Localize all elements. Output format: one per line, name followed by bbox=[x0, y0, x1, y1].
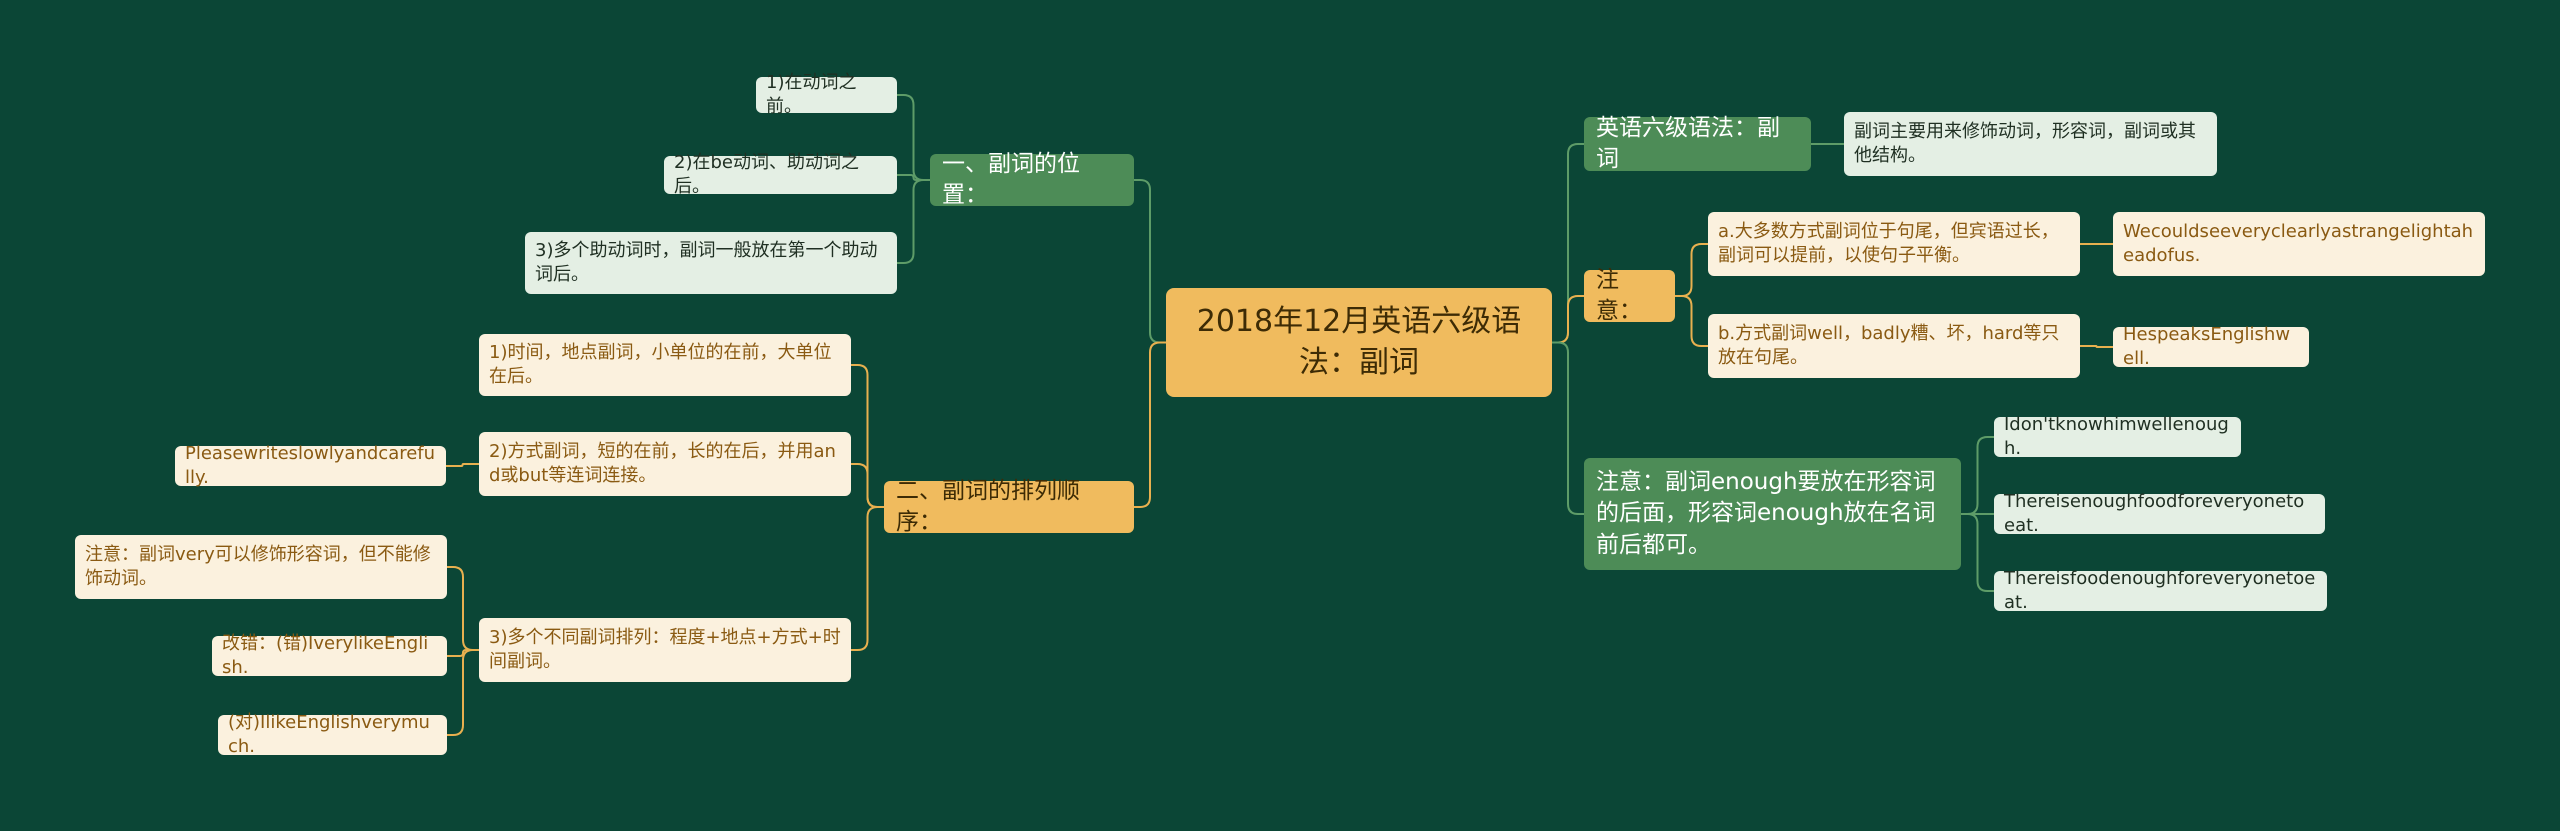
adverb-description[interactable]: 副词主要用来修饰动词，形容词，副词或其他结构。 bbox=[1844, 112, 2217, 176]
order-note-2[interactable]: 改错：(错)IverylikeEnglish. bbox=[212, 633, 447, 678]
connector-root-topic-to-branch-note bbox=[1552, 295, 1584, 344]
position-item-2[interactable]: 2)在be动词、助动词之后。 bbox=[664, 152, 897, 197]
branch-note[interactable]: 注意： bbox=[1584, 267, 1675, 324]
position-item-3[interactable]: 3)多个助动词时，副词一般放在第一个助动词后。 bbox=[525, 232, 897, 294]
connector-order-item-3-to-order-note-3 bbox=[447, 649, 479, 736]
connector-branch-adverb-position-to-position-item-3 bbox=[897, 179, 930, 264]
connector-note-item-b-to-note-item-b-example bbox=[2080, 345, 2113, 348]
note-item-b-example[interactable]: HespeaksEnglishwell. bbox=[2113, 324, 2309, 369]
connector-root-topic-to-branch-adverb-order bbox=[1134, 341, 1166, 508]
connector-branch-note-to-note-item-a bbox=[1675, 243, 1708, 297]
order-note-1[interactable]: 注意：副词very可以修饰形容词，但不能修饰动词。 bbox=[75, 535, 447, 599]
connector-root-topic-to-branch-enough bbox=[1552, 341, 1584, 515]
connector-order-item-3-to-order-note-2 bbox=[447, 649, 479, 657]
order-item-3[interactable]: 3)多个不同副词排列：程度+地点+方式+时间副词。 bbox=[479, 618, 851, 682]
connector-root-topic-to-branch-adverb-position bbox=[1134, 179, 1166, 344]
branch-adverb-order[interactable]: 二、副词的排列顺序： bbox=[884, 478, 1134, 535]
order-item-1[interactable]: 1)时间，地点副词，小单位的在前，大单位在后。 bbox=[479, 334, 851, 396]
note-item-a[interactable]: a.大多数方式副词位于句尾，但宾语过长，副词可以提前，以使句子平衡。 bbox=[1708, 212, 2080, 276]
position-item-1[interactable]: 1)在动词之前。 bbox=[756, 72, 897, 117]
root-topic[interactable]: 2018年12月英语六级语法：副词 bbox=[1166, 288, 1552, 397]
connector-branch-adverb-order-to-order-item-3 bbox=[851, 506, 884, 651]
branch-adverb-position[interactable]: 一、副词的位置： bbox=[930, 151, 1134, 208]
connector-order-item-2-to-order-item-2-example bbox=[446, 463, 479, 467]
order-note-3[interactable]: (对)IlikeEnglishverymuch. bbox=[218, 712, 447, 757]
order-item-2[interactable]: 2)方式副词，短的在前，长的在后，并用and或but等连词连接。 bbox=[479, 432, 851, 496]
connector-branch-adverb-position-to-position-item-1 bbox=[897, 94, 930, 181]
connector-branch-note-to-note-item-b bbox=[1675, 295, 1708, 347]
enough-example-2[interactable]: Thereisenoughfoodforeveryonetoeat. bbox=[1994, 491, 2325, 536]
order-item-2-example[interactable]: Pleasewriteslowlyandcarefully. bbox=[175, 443, 446, 488]
branch-enough[interactable]: 注意：副词enough要放在形容词的后面，形容词enough放在名词前后都可。 bbox=[1584, 458, 1961, 570]
connector-branch-adverb-order-to-order-item-2 bbox=[851, 463, 884, 508]
branch-adverb-grammar[interactable]: 英语六级语法：副词 bbox=[1584, 115, 1811, 172]
enough-example-1[interactable]: Idon'tknowhimwellenough. bbox=[1994, 414, 2241, 459]
connector-branch-enough-to-enough-example-3 bbox=[1961, 513, 1994, 592]
enough-example-3[interactable]: Thereisfoodenoughforeveryonetoeat. bbox=[1994, 568, 2327, 613]
connector-branch-adverb-position-to-position-item-2 bbox=[897, 174, 930, 181]
connector-branch-enough-to-enough-example-1 bbox=[1961, 436, 1994, 515]
note-item-b[interactable]: b.方式副词well，badly糟、坏，hard等只放在句尾。 bbox=[1708, 314, 2080, 378]
connector-order-item-3-to-order-note-1 bbox=[447, 566, 479, 651]
note-item-a-example[interactable]: Wecouldseeveryclearlyastrangelightaheado… bbox=[2113, 212, 2485, 276]
